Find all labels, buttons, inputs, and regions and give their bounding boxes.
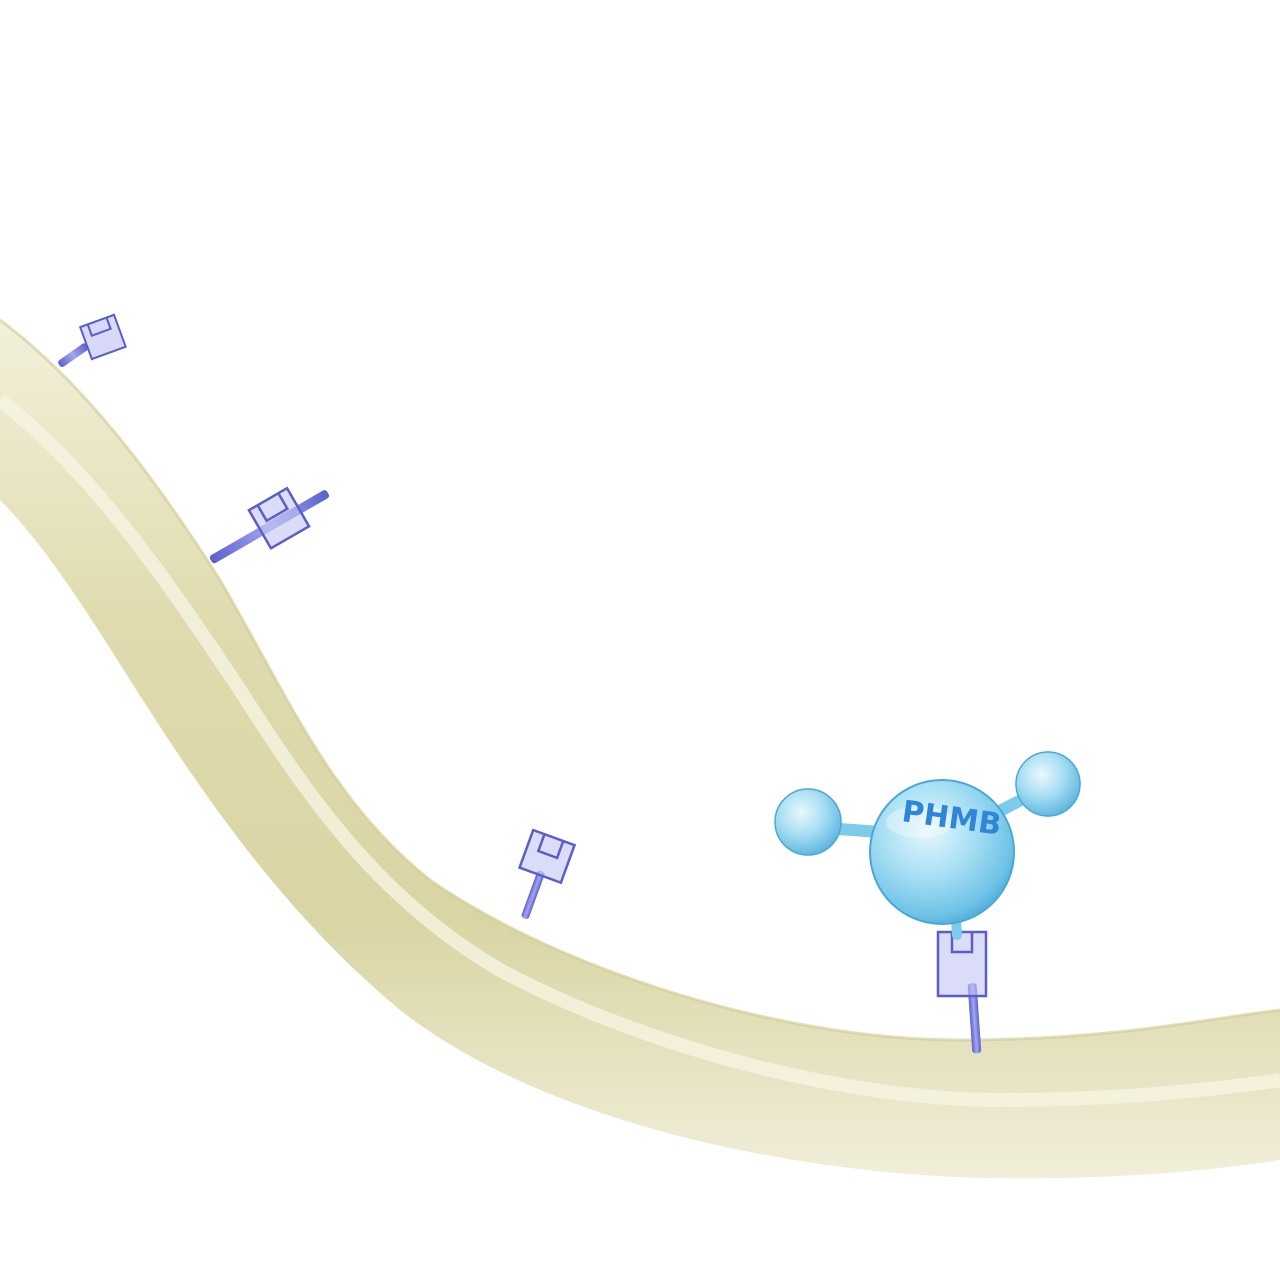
receptor-2: [209, 486, 330, 564]
receptor-4: [936, 930, 988, 1054]
phmb-molecule: PHMB: [774, 751, 1081, 940]
receptor-box: [78, 313, 127, 361]
receptor-box: [517, 828, 577, 885]
receptor-3: [517, 828, 577, 919]
receptor-rod: [967, 983, 982, 1054]
receptor-1: [58, 313, 127, 368]
membrane-body: [0, 320, 1280, 1179]
receptor-rod: [521, 870, 545, 919]
molecule-core-highlight: [886, 806, 954, 838]
receptor-box: [247, 486, 311, 551]
molecule-atom-left: [774, 788, 842, 856]
membrane-band: [0, 318, 1280, 1179]
molecule-core-sphere: [869, 779, 1015, 925]
receptor-notch: [536, 833, 565, 860]
membrane-top-edge: [0, 318, 1280, 1042]
receptor-rod: [58, 343, 89, 368]
receptor-notch: [256, 492, 290, 523]
molecule-atom-right: [1015, 751, 1081, 817]
receptor-notch: [86, 317, 112, 337]
receptor-box: [936, 930, 988, 998]
membrane-highlight: [0, 394, 1280, 1108]
receptor-notch: [950, 932, 974, 954]
